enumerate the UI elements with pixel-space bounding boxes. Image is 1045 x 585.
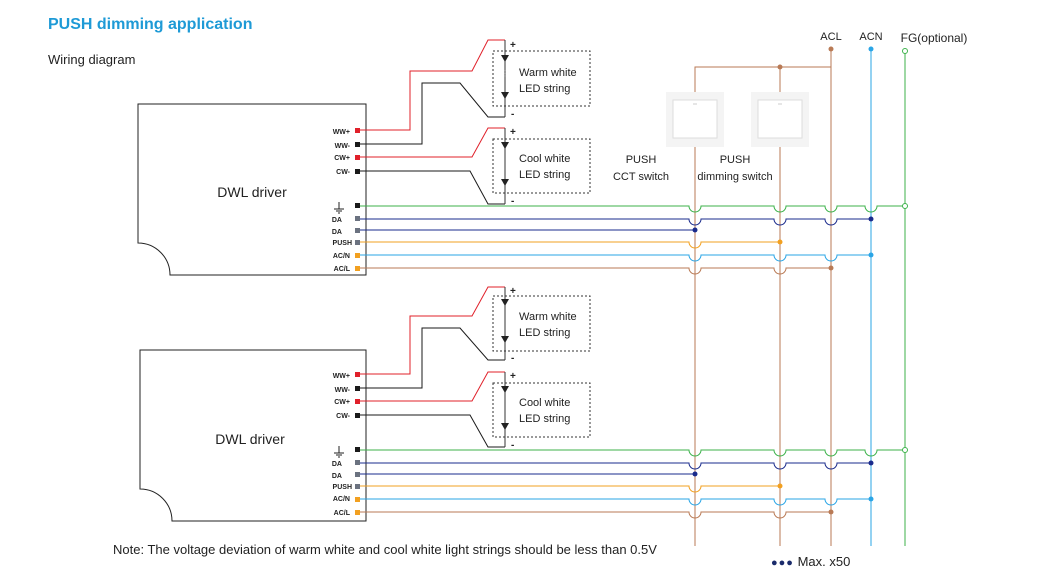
cct-switch-label-line1: PUSH [626, 154, 657, 166]
driver-1-terminal-ww-plus: WW+ [333, 129, 350, 136]
driver-2-terminal-da-2: DA [332, 473, 342, 480]
driver-1-terminal-push: PUSH [333, 240, 352, 247]
led-diode-icon [501, 55, 509, 99]
warm-led-label-line2: LED string [519, 327, 570, 339]
led-plus-label: + [510, 286, 516, 297]
led-diode-icon [501, 386, 509, 430]
horizontal-buses-1 [360, 205, 905, 275]
cool-led-label-line1: Cool white [519, 397, 570, 409]
driver-2: DWL driver WW+ WW- CW+ CW- DA DA PUSH AC… [139, 349, 367, 522]
led-minus-label: - [511, 196, 514, 207]
driver-2-earth-icon [334, 446, 344, 458]
cool-led-label-line2: LED string [519, 169, 570, 181]
driver-2-label: DWL driver [215, 431, 285, 447]
cool-led-label-line1: Cool white [519, 153, 570, 165]
junction-dot [777, 64, 783, 70]
junctions-1 [692, 203, 908, 271]
led-wires-2 [360, 286, 505, 448]
acl-top-dot [828, 46, 834, 52]
driver-2-terminal-ac-n: AC/N [333, 496, 350, 503]
warm-led-string-2: + - Warm white LED string [492, 286, 591, 364]
cool-led-string-1: + - Cool white LED string [492, 127, 591, 207]
dimming-switch-label-line1: PUSH [720, 154, 751, 166]
ellipsis-dots-icon: ●●● [771, 557, 794, 569]
cool-led-label-line2: LED string [519, 413, 570, 425]
driver-1-terminal-ac-l: AC/L [334, 266, 351, 273]
driver-2-terminal-da-1: DA [332, 461, 342, 468]
max-note-text: Max. x50 [797, 554, 851, 569]
junctions-2 [692, 447, 908, 515]
led-plus-label: + [510, 40, 516, 51]
bus-label-fg: FG(optional) [901, 31, 968, 45]
cool-led-string-2: + - Cool white LED string [492, 371, 591, 451]
voltage-note: Note: The voltage deviation of warm whit… [113, 542, 657, 557]
driver-2-terminal-cw-plus: CW+ [334, 399, 350, 406]
bus-label-acl: ACL [820, 31, 841, 43]
driver-2-terminal-ww-plus: WW+ [333, 373, 350, 380]
driver-1-terminal-da-2: DA [332, 229, 342, 236]
warm-led-label-line1: Warm white [519, 67, 577, 79]
switch-feed-wires [694, 66, 831, 92]
svg-text:⋮: ⋮ [501, 69, 509, 78]
led-diode-icon [501, 142, 509, 186]
bus-label-acn: ACN [859, 31, 882, 43]
driver-1-terminal-ac-n: AC/N [333, 253, 350, 260]
page-title: PUSH dimming application [48, 16, 253, 33]
warm-led-label-line1: Warm white [519, 311, 577, 323]
driver-1-earth-icon [334, 202, 344, 214]
driver-2-terminal-ww-minus: WW- [335, 387, 351, 394]
driver-2-terminal-push: PUSH [333, 484, 352, 491]
push-dimming-switch: PUSH dimming switch [697, 92, 809, 183]
led-plus-label: + [510, 371, 516, 382]
driver-1-terminal-ww-minus: WW- [335, 143, 351, 150]
driver-1: DWL driver WW+ WW- CW+ CW- DA DA PUSH AC… [137, 103, 367, 276]
acn-top-dot [868, 46, 874, 52]
driver-2-terminal-cw-minus: CW- [336, 413, 351, 420]
driver-1-label: DWL driver [217, 184, 287, 200]
warm-led-label-line2: LED string [519, 83, 570, 95]
led-minus-label: - [511, 440, 514, 451]
led-wires-1 [360, 39, 505, 205]
page-subtitle: Wiring diagram [48, 52, 136, 67]
led-minus-label: - [511, 109, 514, 120]
driver-1-terminal-cw-plus: CW+ [334, 155, 350, 162]
led-diode-icon [501, 299, 509, 343]
driver-1-terminal-da-1: DA [332, 217, 342, 224]
dimming-switch-label-line2: dimming switch [697, 171, 772, 183]
fg-top-terminal [902, 48, 908, 54]
led-minus-label: - [511, 353, 514, 364]
cct-switch-label-line2: CCT switch [613, 171, 669, 183]
driver-2-terminal-ac-l: AC/L [334, 510, 351, 517]
driver-2-terminal-markers [355, 372, 360, 515]
max-note: ●●● Max. x50 [771, 554, 850, 569]
push-cct-switch: PUSH CCT switch [613, 92, 724, 183]
driver-1-terminal-cw-minus: CW- [336, 169, 351, 176]
warm-led-string-1: + - ⋮ Warm white LED string [492, 40, 591, 120]
horizontal-buses-2 [360, 449, 905, 519]
driver-1-terminal-markers [355, 128, 360, 271]
vertical-buses [694, 50, 906, 546]
led-plus-label: + [510, 127, 516, 138]
